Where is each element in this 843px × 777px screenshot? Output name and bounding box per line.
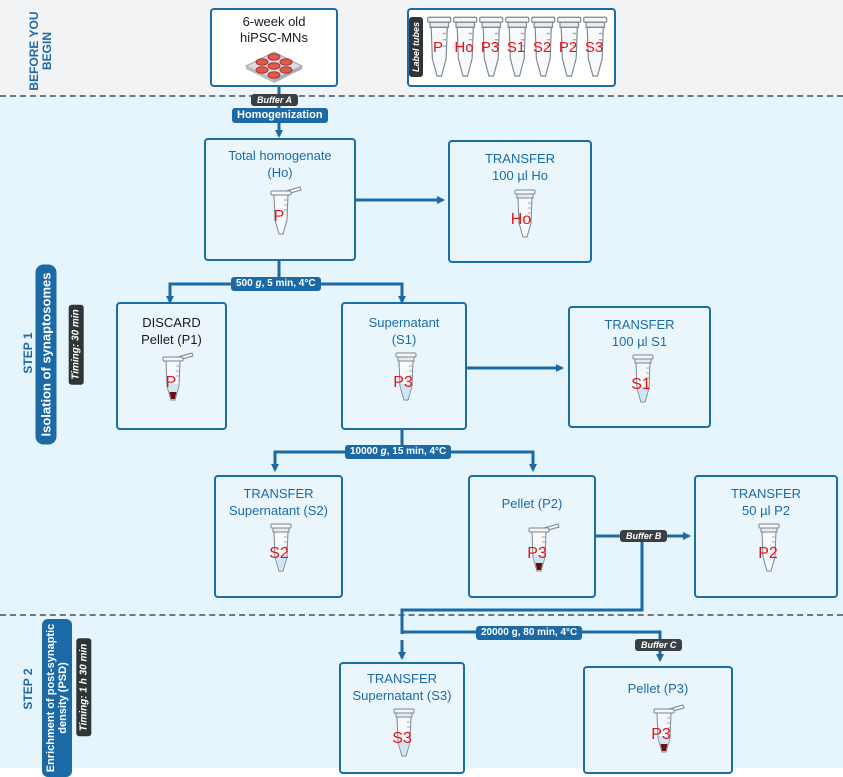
p3-line1: Pellet (P3) xyxy=(627,681,689,696)
box-total-homogenate: Total homogenate (Ho) P xyxy=(204,138,356,261)
tube-label: P3 xyxy=(651,726,671,743)
label-tube: S3 xyxy=(582,14,610,80)
tube-icon xyxy=(578,16,622,87)
label-tubes-tag: Label tubes xyxy=(409,16,424,78)
tube-label: P2 xyxy=(558,39,578,56)
tube-icon xyxy=(391,352,429,409)
label-tubes-row: P Ho P3 S1 S2 P2 S3 xyxy=(426,14,611,84)
tube-icon xyxy=(266,523,304,580)
total-line2: (Ho) xyxy=(267,165,293,180)
line-p2-down xyxy=(400,536,644,634)
buffer-c-label: Buffer C xyxy=(635,639,683,651)
discard-line1: DISCARD xyxy=(142,315,201,330)
tube-icon xyxy=(266,186,304,243)
s1-line1: Supernatant xyxy=(368,315,440,330)
tube-icon xyxy=(500,16,544,87)
tube-label: P3 xyxy=(527,545,547,562)
culture-plate-icon xyxy=(244,51,304,83)
box-supernatant-s1: Supernatant (S1) P3 xyxy=(341,302,467,430)
tube-label: P xyxy=(165,374,177,391)
transfer-s1-line1: TRANSFER xyxy=(604,317,675,332)
label-tube: P2 xyxy=(556,14,584,80)
tube-icon xyxy=(628,354,666,411)
tube-label: P3 xyxy=(393,374,413,391)
box-transfer-ho: TRANSFER 100 µl Ho Ho xyxy=(448,140,592,263)
start-line2: hiPSC-MNs xyxy=(240,30,308,45)
transfer-ho-line2: 100 µl Ho xyxy=(492,168,548,183)
tube-icon xyxy=(649,704,687,761)
s1-line2: (S1) xyxy=(391,332,417,347)
transfer-s2-line2: Supernatant (S2) xyxy=(228,503,328,518)
box-transfer-p2: TRANSFER 50 µl P2 P2 xyxy=(694,475,838,598)
tube-label: Ho xyxy=(454,39,474,56)
box-transfer-s3: TRANSFER Supernatant (S3) S3 xyxy=(339,662,465,774)
transfer-s1-line2: 100 µl S1 xyxy=(611,334,668,349)
tube-icon xyxy=(754,523,792,580)
centrifuge-20000g-label: 20000 g, 80 min, 4°C xyxy=(476,626,583,640)
discard-line2: Pellet (P1) xyxy=(141,332,202,347)
transfer-ho-line1: TRANSFER xyxy=(484,151,556,166)
centrifuge-10000g-label: 10000 g, 15 min, 4°C xyxy=(345,445,452,459)
tube-label: P xyxy=(273,208,285,225)
transfer-s3-line2: Supernatant (S3) xyxy=(352,688,452,703)
buffer-b-label: Buffer B xyxy=(620,530,668,542)
transfer-p2-line2: 50 µl P2 xyxy=(742,503,790,518)
tube-icon xyxy=(524,523,562,580)
tube-icon xyxy=(389,708,427,765)
divider-2 xyxy=(0,614,843,616)
box-pellet-p2: Pellet (P2) P3 xyxy=(468,475,596,598)
tube-label: S1 xyxy=(631,376,651,393)
total-line1: Total homogenate xyxy=(228,148,332,163)
tube-label: Ho xyxy=(510,211,532,228)
start-line1: 6-week old xyxy=(242,14,306,29)
tube-label: P xyxy=(432,39,443,56)
box-discard-pellet: DISCARD Pellet (P1) P xyxy=(116,302,227,430)
buffer-a-label: Buffer A xyxy=(251,94,299,106)
tube-label: S2 xyxy=(269,545,289,562)
tube-icon xyxy=(158,352,196,409)
box-transfer-s2: TRANSFER Supernatant (S2) S2 xyxy=(214,475,343,598)
tube-icon xyxy=(510,189,548,246)
tube-icon xyxy=(526,16,570,87)
transfer-p2-line1: TRANSFER xyxy=(730,486,802,501)
tube-label: P2 xyxy=(758,545,778,562)
label-tube: P3 xyxy=(478,14,506,80)
tube-label: S2 xyxy=(532,39,552,56)
divider-1 xyxy=(0,95,843,97)
start-box: 6-week old hiPSC-MNs xyxy=(210,8,338,87)
homogenization-label: Homogenization xyxy=(232,108,328,123)
tube-icon xyxy=(474,16,518,87)
transfer-s2-line1: TRANSFER xyxy=(243,486,314,501)
tube-label: S1 xyxy=(506,39,526,56)
p2-line1: Pellet (P2) xyxy=(501,496,563,511)
tube-label: S3 xyxy=(584,39,604,56)
tube-icon xyxy=(448,16,492,87)
label-tube: Ho xyxy=(452,14,480,80)
tube-label: S3 xyxy=(392,730,412,747)
label-tube: S2 xyxy=(530,14,558,80)
tube-icon xyxy=(422,16,466,87)
box-pellet-p3: Pellet (P3) P3 xyxy=(583,666,733,774)
label-tube: P xyxy=(426,14,454,80)
tube-label: P3 xyxy=(480,39,500,56)
box-transfer-s1: TRANSFER 100 µl S1 S1 xyxy=(568,306,711,428)
label-tube: S1 xyxy=(504,14,532,80)
transfer-s3-line1: TRANSFER xyxy=(366,671,438,686)
centrifuge-500g-label: 500 g, 5 min, 4°C xyxy=(231,277,321,291)
tube-icon xyxy=(552,16,596,87)
